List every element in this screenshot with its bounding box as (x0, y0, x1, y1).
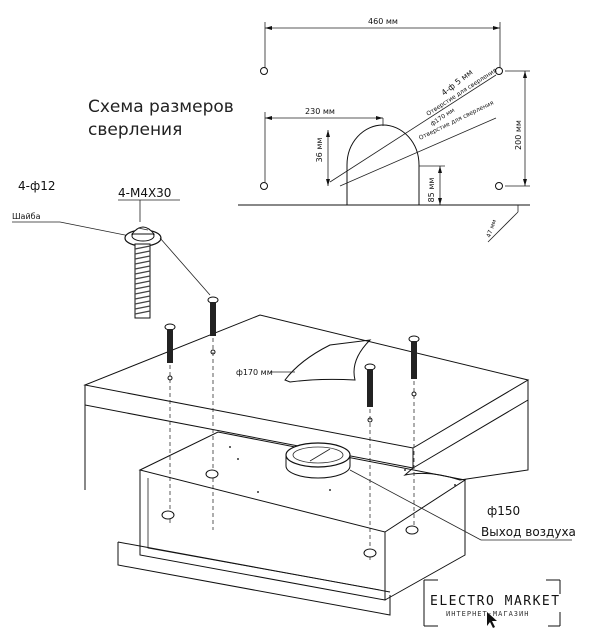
dim-85: 85 мм (427, 178, 436, 203)
cursor-icon (487, 612, 497, 628)
hole-bottom-left (260, 182, 268, 190)
arch-cutout (346, 124, 420, 205)
washer-label: Шайба (12, 212, 41, 221)
drilling-template: 460 мм 230 мм 36 мм 85 мм 2 (238, 17, 530, 243)
screw-1 (207, 296, 219, 530)
screw-3 (408, 335, 420, 525)
cutout-170-label: ф170 мм (236, 368, 273, 377)
dim-460: 460 мм (368, 17, 398, 26)
title-line-2: сверления (88, 120, 182, 140)
hole-top-right (495, 67, 503, 75)
dim-36: 36 мм (315, 138, 324, 163)
dim-230: 230 мм (305, 107, 335, 116)
screw-detail: 4-ф12 4-M4X30 Шайба (12, 179, 211, 319)
air-outlet-label: Выход воздуха (481, 525, 576, 539)
screw-4 (364, 363, 376, 560)
dim-47: 47 мм (485, 219, 498, 239)
mounting-screws (164, 296, 420, 560)
screw-label: 4-M4X30 (118, 186, 171, 200)
logo-name: ELECTRO MARKET (430, 594, 561, 609)
electro-market-logo: ELECTRO MARKET ИНТЕРНЕТ-МАГАЗИН (423, 579, 561, 628)
hole-bottom-right (495, 182, 503, 190)
hood-unit (117, 431, 467, 616)
duct-150-label: ф150 (487, 504, 520, 518)
dim-200: 200 мм (514, 120, 523, 150)
holes-12-label: 4-ф12 (18, 179, 56, 193)
title-line-1: Схема размеров (88, 97, 234, 117)
screw-2 (164, 323, 176, 525)
hole-top-left (260, 67, 268, 75)
